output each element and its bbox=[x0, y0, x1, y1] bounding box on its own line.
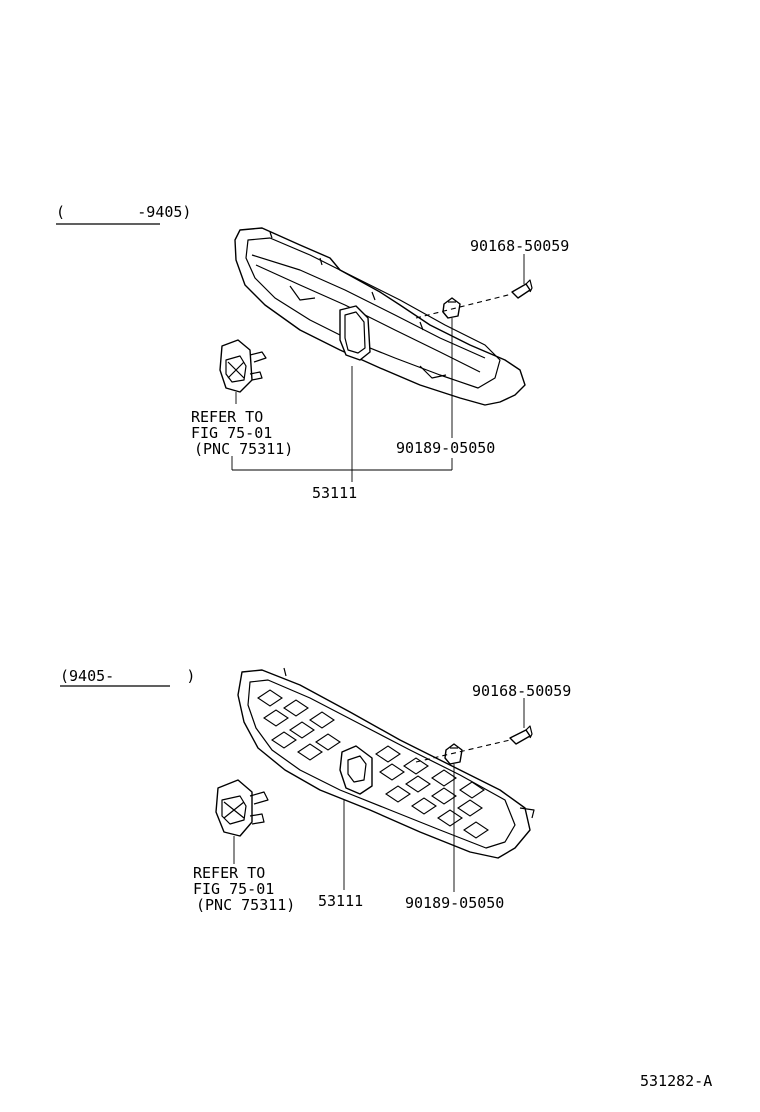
part-number-clip-late: 90189-05050 bbox=[405, 894, 504, 912]
assembly-dash-early bbox=[415, 293, 513, 319]
grille-mesh bbox=[257, 689, 489, 839]
clip-late bbox=[444, 743, 463, 765]
refer-line-3-late: (PNC 75311) bbox=[196, 896, 295, 914]
part-number-grille-late: 53111 bbox=[318, 892, 363, 910]
refer-line-1-late: REFER TO bbox=[193, 864, 265, 882]
part-number-screw-late: 90168-50059 bbox=[472, 682, 571, 700]
assembly-dash-late bbox=[415, 739, 511, 763]
part-number-screw-early: 90168-50059 bbox=[470, 237, 569, 255]
refer-line-3-early: (PNC 75311) bbox=[194, 440, 293, 458]
part-number-clip-early: 90189-05050 bbox=[396, 439, 495, 457]
refer-line-1-early: REFER TO bbox=[191, 408, 263, 426]
part-number-grille-early: 53111 bbox=[312, 484, 357, 502]
section-early: ( -9405) bbox=[56, 203, 569, 502]
emblem-part-late bbox=[215, 779, 269, 864]
grille-late bbox=[237, 667, 535, 859]
section-late: (9405- ) bbox=[60, 667, 571, 914]
range-label-early: ( -9405) bbox=[56, 203, 191, 221]
screw-late bbox=[509, 725, 533, 745]
range-label-late: (9405- ) bbox=[60, 667, 195, 685]
refer-line-2-early: FIG 75-01 bbox=[191, 424, 272, 442]
emblem-part-early bbox=[219, 339, 267, 404]
screw-early bbox=[511, 279, 533, 299]
figure-id: 531282-A bbox=[640, 1072, 712, 1090]
clip-early bbox=[442, 297, 461, 319]
refer-line-2-late: FIG 75-01 bbox=[193, 880, 274, 898]
grille-early bbox=[234, 227, 526, 406]
